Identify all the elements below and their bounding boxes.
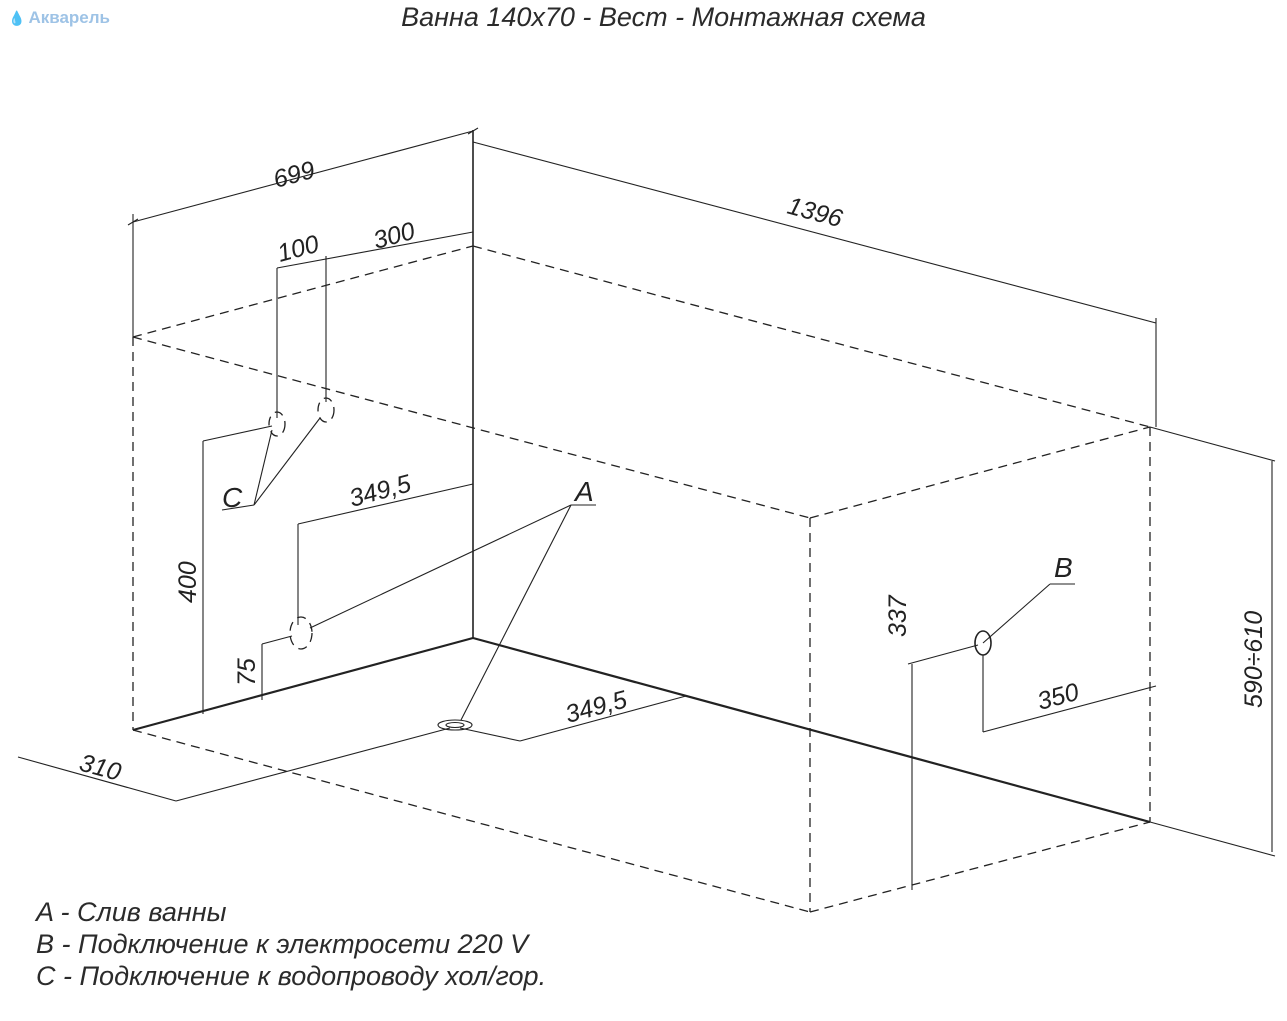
dimension-total-height: 590÷610 [1149,426,1276,857]
dimension-pipe-offset-label: 300 [370,217,418,255]
water-inlets: C [221,397,335,513]
brand-name: Акварель [28,8,110,27]
page-title: Ванна 140х70 - Вест - Монтажная схема [401,2,926,32]
marker-b: B [1054,552,1073,583]
dimension-drain-wall-label: 349,5 [346,470,414,513]
wall-drain: 349,5 75 [233,470,474,700]
dimension-pipe-height-label: 400 [174,561,202,603]
dimension-width: 699 [127,127,479,337]
droplet-icon: 💧 [8,9,26,26]
floor-drain: 349,5 [437,686,687,742]
drain-leaders: A [309,476,596,721]
dimension-pipe-height: 400 [174,425,273,714]
dimension-total-height-label: 590÷610 [1240,611,1268,708]
legend-item-drain: A - Слив ванны [36,897,227,927]
dimension-pipes: 100 300 [274,217,474,418]
brand-logo: 💧 Акварель [8,8,110,28]
legend-item-water: C - Подключение к водопроводу хол/гор. [36,961,547,991]
wall-floor-lines [132,130,1151,824]
bathtub-outline [132,245,1151,913]
dimension-width-label: 699 [270,156,318,194]
dimension-drain-floor-label: 349,5 [562,686,630,729]
dimension-drain-height-label: 75 [233,658,261,686]
marker-a: A [573,476,594,507]
dimension-pipe-spacing-label: 100 [274,230,322,268]
dimension-length: 1396 [472,141,1157,427]
marker-c: C [222,482,243,513]
dimension-floor-depth-label: 310 [76,749,124,787]
legend: A - Слив ванны B - Подключение к электро… [36,896,546,992]
dimension-outlet-offset-label: 350 [1034,678,1082,716]
dimension-outlet-height-label: 337 [884,594,912,637]
electric-outlet: B 337 350 [884,552,1157,890]
dimension-floor-depth: 310 [17,727,451,802]
legend-item-electric: B - Подключение к электросети 220 V [36,929,529,959]
